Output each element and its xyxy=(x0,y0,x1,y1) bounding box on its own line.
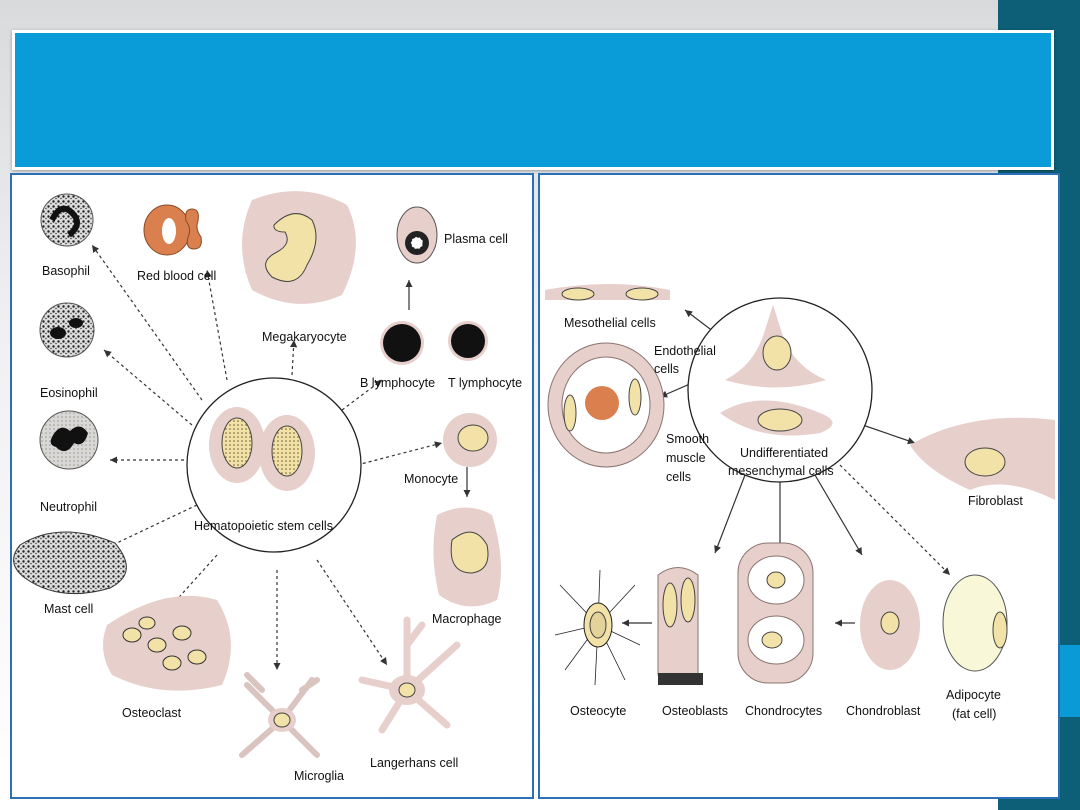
adipocyte-label-2: (fat cell) xyxy=(952,707,996,721)
b-lymphocyte-label: B lymphocyte xyxy=(360,376,435,390)
osteoclast-label: Osteoclast xyxy=(122,706,182,720)
monocyte-label: Monocyte xyxy=(404,472,458,486)
osteoblasts-label: Osteoblasts xyxy=(662,704,728,718)
mesenchymal-diagram: Mesothelial cells Endothelial cells Smoo… xyxy=(545,284,1055,721)
megakaryocyte-label: Megakaryocyte xyxy=(262,330,347,344)
hematopoietic-diagram-panel: Basophil Red blood cell Megakaryocyte Pl… xyxy=(10,173,534,799)
microglia-label: Microglia xyxy=(294,769,344,783)
endothelial-label-2: cells xyxy=(654,362,679,376)
smooth-muscle-label-2: muscle xyxy=(666,451,706,465)
mesothelial-label: Mesothelial cells xyxy=(564,316,656,330)
osteoclast-shape xyxy=(103,595,231,691)
fibroblast-label: Fibroblast xyxy=(968,494,1023,508)
side-tab xyxy=(1056,645,1080,717)
eosinophil-cell xyxy=(39,302,95,358)
osteocyte-label: Osteocyte xyxy=(570,704,626,718)
mesenchymal-label-1: Undifferentiated xyxy=(740,446,828,460)
microglia-shape xyxy=(239,672,320,758)
neutrophil-label: Neutrophil xyxy=(40,500,97,514)
t-lymphocyte-label: T lymphocyte xyxy=(448,376,522,390)
red-blood-cell-label: Red blood cell xyxy=(137,269,216,283)
smooth-muscle-label-1: Smooth xyxy=(666,432,709,446)
chondroblast-label: Chondroblast xyxy=(846,704,921,718)
mesenchymal-circle xyxy=(687,297,873,483)
plasma-cell-label: Plasma cell xyxy=(444,232,508,246)
eosinophil-label: Eosinophil xyxy=(40,386,98,400)
hematopoietic-diagram: Basophil Red blood cell Megakaryocyte Pl… xyxy=(13,191,522,783)
macrophage-label: Macrophage xyxy=(432,612,502,626)
langerhans-cell-label: Langerhans cell xyxy=(370,756,458,770)
mesenchymal-label-2: mesenchymal cells xyxy=(728,464,834,478)
adipocyte-shape xyxy=(942,574,1008,672)
smooth-muscle-label-3: cells xyxy=(666,470,691,484)
basophil-cell xyxy=(40,193,94,247)
mast-cell-shape xyxy=(13,531,127,595)
hematopoietic-stem-cells-label: Hematopoietic stem cells xyxy=(194,519,333,533)
slide-title-bar xyxy=(12,30,1054,170)
basophil-label: Basophil xyxy=(42,264,90,278)
endothelial-label-1: Endothelial xyxy=(654,344,716,358)
mast-cell-label: Mast cell xyxy=(44,602,93,616)
adipocyte-label-1: Adipocyte xyxy=(946,688,1001,702)
mesenchymal-diagram-panel: Mesothelial cells Endothelial cells Smoo… xyxy=(538,173,1060,799)
chondrocytes-label: Chondrocytes xyxy=(745,704,822,718)
langerhans-cell-shape xyxy=(358,616,461,734)
